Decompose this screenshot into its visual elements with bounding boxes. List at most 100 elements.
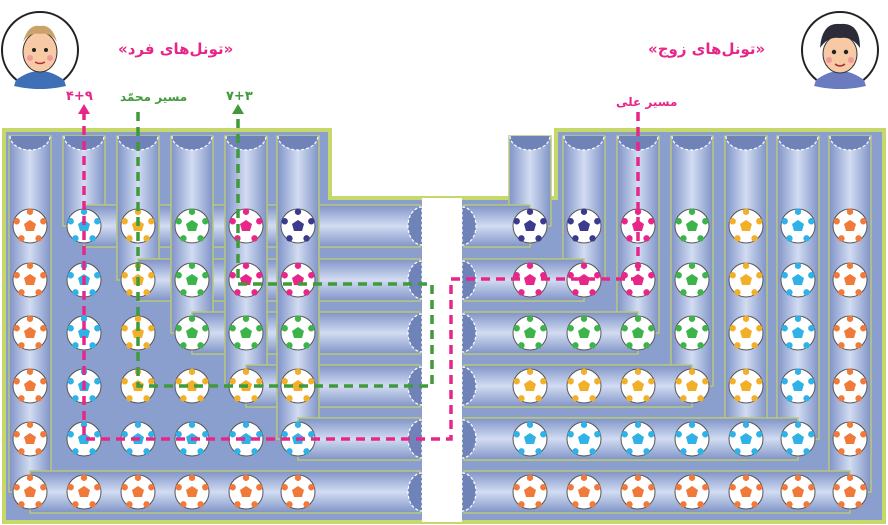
soccer-ball-icon [832, 315, 868, 351]
soccer-ball-icon [280, 368, 316, 404]
soccer-ball-icon [620, 474, 656, 510]
soccer-ball-icon [12, 208, 48, 244]
soccer-ball-icon [566, 262, 602, 298]
soccer-ball-icon [832, 368, 868, 404]
soccer-ball-icon [512, 368, 548, 404]
tunnel-openings [407, 206, 477, 512]
sum-label-middle: ۷+۳ [226, 89, 253, 104]
soccer-ball-icon [728, 208, 764, 244]
tunnel-tube [562, 135, 606, 281]
arrow-head [232, 104, 244, 114]
soccer-ball-icon [174, 368, 210, 404]
soccer-ball-icon [228, 262, 264, 298]
soccer-ball-icon [280, 474, 316, 510]
tunnel-exit [407, 419, 423, 459]
even-tunnels-title: «تونل‌های زوج» [648, 40, 766, 58]
tunnel-tube [463, 311, 639, 355]
soccer-ball-icon [566, 315, 602, 351]
soccer-ball-icon [66, 474, 102, 510]
soccer-ball-icon [174, 474, 210, 510]
tunnel-entrance [829, 135, 871, 151]
tunnel-entrance [9, 135, 51, 151]
tunnel-entrance [563, 135, 605, 151]
tunnel-exit [461, 206, 477, 246]
tunnel-exit [407, 472, 423, 512]
soccer-ball-icon [780, 208, 816, 244]
soccer-ball-icon [728, 262, 764, 298]
soccer-ball-icon [120, 474, 156, 510]
soccer-ball-icon [566, 474, 602, 510]
soccer-ball-icon [620, 368, 656, 404]
tunnel-entrance [225, 135, 267, 151]
tunnel-entrance [171, 135, 213, 151]
tunnel-entrance [777, 135, 819, 151]
soccer-ball-icon [12, 315, 48, 351]
soccer-ball-icon [674, 474, 710, 510]
soccer-ball-icon [280, 208, 316, 244]
tunnel-entrance [277, 135, 319, 151]
path-label-ali: مسیر علی [616, 95, 678, 109]
tunnel-exit [407, 206, 423, 246]
soccer-ball-icon [12, 421, 48, 457]
tunnel-entrance [725, 135, 767, 151]
boy-face-icon [1, 11, 79, 89]
soccer-ball-icon [728, 474, 764, 510]
tunnel-exit [461, 366, 477, 406]
soccer-ball-icon [228, 421, 264, 457]
soccer-ball-icon [620, 421, 656, 457]
soccer-ball-icon [512, 421, 548, 457]
tunnel-exit [407, 313, 423, 353]
soccer-ball-icon [832, 262, 868, 298]
sum-label-left: ۴+۹ [66, 89, 93, 104]
soccer-ball-icon [12, 474, 48, 510]
soccer-ball-icon [780, 262, 816, 298]
soccer-ball-icon [66, 421, 102, 457]
soccer-ball-icon [780, 368, 816, 404]
tunnel-exit [407, 366, 423, 406]
soccer-ball-icon [566, 421, 602, 457]
soccer-ball-icon [174, 315, 210, 351]
route-paths [78, 104, 640, 441]
soccer-ball-icon [566, 208, 602, 244]
soccer-ball-icon [174, 262, 210, 298]
boy-face-icon [801, 11, 879, 89]
tunnel-entrance [671, 135, 713, 151]
tunnel-exit [461, 472, 477, 512]
soccer-ball-icon [280, 262, 316, 298]
tunnel-exit [407, 260, 423, 300]
soccer-ball-icon [620, 315, 656, 351]
soccer-ball-icon [832, 208, 868, 244]
soccer-ball-icon [512, 315, 548, 351]
soccer-ball-icon [512, 474, 548, 510]
tunnel-entrance [509, 135, 551, 151]
soccer-ball-icon [66, 208, 102, 244]
soccer-ball-icon [228, 315, 264, 351]
center-divider [422, 198, 462, 522]
tunnel-exit [461, 313, 477, 353]
soccer-ball-icon [228, 208, 264, 244]
soccer-ball-icon [674, 208, 710, 244]
soccer-ball-icon [674, 262, 710, 298]
tunnel-exit [461, 419, 477, 459]
route-mohammad-green [136, 112, 434, 388]
arrow-head [78, 104, 90, 114]
soccer-ball-icon [728, 315, 764, 351]
soccer-ball-icon [728, 421, 764, 457]
odd-tunnels-title: «تونل‌های فرد» [118, 40, 234, 58]
soccer-ball-icon [228, 474, 264, 510]
soccer-ball-icon [780, 421, 816, 457]
soccer-ball-icon [512, 208, 548, 244]
soccer-ball-icon [174, 208, 210, 244]
soccer-ball-icon [674, 368, 710, 404]
soccer-ball-icon [674, 315, 710, 351]
soccer-ball-icon [832, 421, 868, 457]
soccer-ball-icon [728, 368, 764, 404]
soccer-ball-icon [280, 315, 316, 351]
soccer-ball-icon [832, 474, 868, 510]
soccer-ball-icon [12, 262, 48, 298]
soccer-ball-icon [66, 315, 102, 351]
route-ali-magenta [82, 112, 640, 441]
soccer-ball-icon [566, 368, 602, 404]
